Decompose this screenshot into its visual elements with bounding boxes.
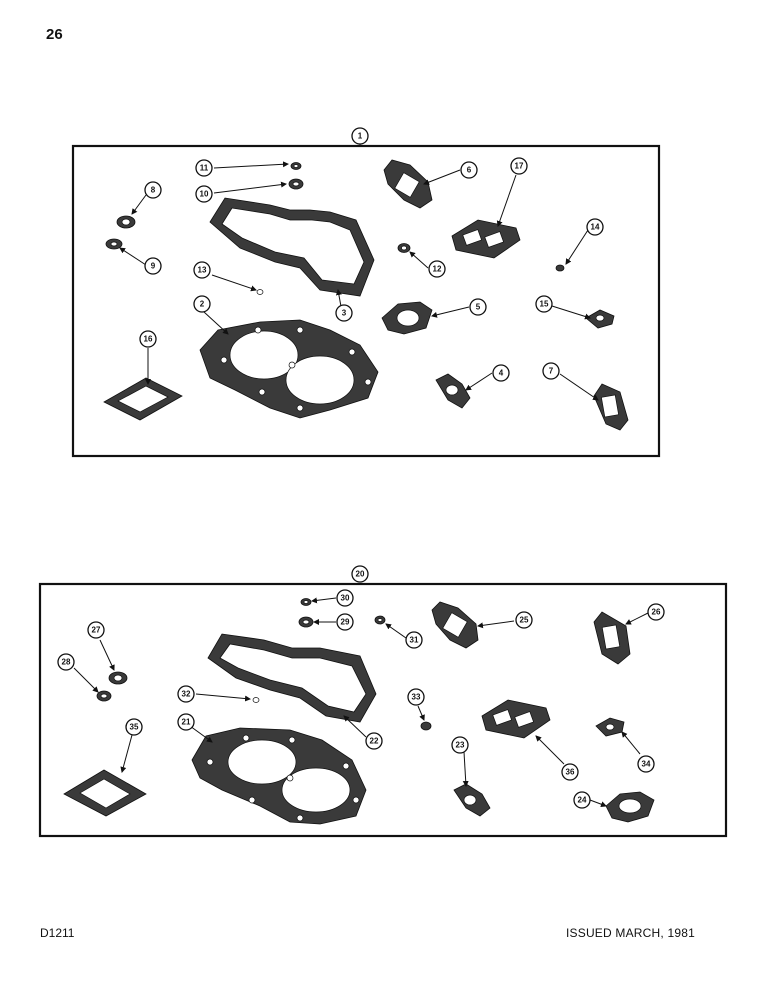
callout-10: 10 xyxy=(195,185,213,203)
svg-text:26: 26 xyxy=(652,608,661,617)
svg-text:28: 28 xyxy=(62,658,71,667)
svg-text:32: 32 xyxy=(182,690,191,699)
callout-14: 14 xyxy=(586,218,604,236)
washer-33 xyxy=(420,721,432,731)
svg-text:30: 30 xyxy=(341,594,350,603)
gasket-35 xyxy=(63,769,147,817)
callout-32: 32 xyxy=(177,685,195,703)
cover-gasket-22 xyxy=(207,633,377,723)
kit-top-frame xyxy=(71,144,661,458)
svg-text:14: 14 xyxy=(591,223,600,232)
gasket-4 xyxy=(435,373,471,409)
callout-31: 31 xyxy=(405,631,423,649)
callout-35: 35 xyxy=(125,718,143,736)
svg-text:11: 11 xyxy=(200,164,209,173)
callout-13: 13 xyxy=(193,261,211,279)
gasket-17 xyxy=(451,219,521,259)
svg-text:1: 1 xyxy=(358,132,363,141)
callout-26: 26 xyxy=(647,603,665,621)
issue-date: ISSUED MARCH, 1981 xyxy=(566,926,695,940)
svg-text:7: 7 xyxy=(549,367,554,376)
callout-20: 20 xyxy=(351,565,369,583)
callout-9: 9 xyxy=(144,257,162,275)
callout-22: 22 xyxy=(365,732,383,750)
svg-text:12: 12 xyxy=(433,265,442,274)
page-number: 26 xyxy=(46,26,63,43)
cover-gasket-3 xyxy=(209,197,375,297)
callout-1: 1 xyxy=(351,127,369,145)
svg-text:29: 29 xyxy=(341,618,350,627)
svg-text:17: 17 xyxy=(515,162,524,171)
svg-text:4: 4 xyxy=(499,369,504,378)
svg-text:5: 5 xyxy=(476,303,481,312)
callout-17: 17 xyxy=(510,157,528,175)
svg-text:36: 36 xyxy=(566,768,575,777)
head-gasket-2 xyxy=(199,319,379,419)
callout-24: 24 xyxy=(573,791,591,809)
svg-text:15: 15 xyxy=(540,300,549,309)
kit-top-group xyxy=(71,143,661,458)
svg-text:27: 27 xyxy=(92,626,101,635)
callout-30: 30 xyxy=(336,589,354,607)
gasket-36 xyxy=(481,699,551,739)
head-gasket-21 xyxy=(191,727,367,825)
callout-23: 23 xyxy=(451,736,469,754)
callout-16: 16 xyxy=(139,330,157,348)
gasket-5 xyxy=(381,301,433,335)
svg-text:35: 35 xyxy=(130,723,139,732)
kit-bottom-frame xyxy=(38,582,728,838)
callout-8: 8 xyxy=(144,181,162,199)
callout-11: 11 xyxy=(195,159,213,177)
gasket-24 xyxy=(605,791,655,823)
svg-text:10: 10 xyxy=(200,190,209,199)
callout-2: 2 xyxy=(193,295,211,313)
callout-3: 3 xyxy=(335,304,353,322)
gasket-16 xyxy=(103,377,183,421)
kit-bottom-group xyxy=(38,582,728,838)
gasket-23 xyxy=(453,783,491,817)
gasket-34 xyxy=(595,717,625,737)
svg-text:13: 13 xyxy=(198,266,207,275)
svg-text:3: 3 xyxy=(342,309,347,318)
callout-33: 33 xyxy=(407,688,425,706)
washer-14 xyxy=(555,264,565,272)
callout-21: 21 xyxy=(177,713,195,731)
gasket-26 xyxy=(593,611,631,665)
gasket-7 xyxy=(593,383,629,431)
callout-7: 7 xyxy=(542,362,560,380)
callout-28: 28 xyxy=(57,653,75,671)
svg-text:16: 16 xyxy=(144,335,153,344)
callout-27: 27 xyxy=(87,621,105,639)
gasket-15 xyxy=(585,309,615,329)
callout-5: 5 xyxy=(469,298,487,316)
callout-4: 4 xyxy=(492,364,510,382)
callout-6: 6 xyxy=(460,161,478,179)
svg-text:6: 6 xyxy=(467,166,472,175)
callout-29: 29 xyxy=(336,613,354,631)
gasket-25 xyxy=(431,601,479,649)
svg-text:25: 25 xyxy=(520,616,529,625)
svg-text:2: 2 xyxy=(200,300,205,309)
oring-13 xyxy=(256,289,264,295)
svg-text:8: 8 xyxy=(151,186,156,195)
svg-text:24: 24 xyxy=(578,796,587,805)
svg-text:21: 21 xyxy=(182,718,191,727)
svg-text:22: 22 xyxy=(370,737,379,746)
svg-text:33: 33 xyxy=(412,693,421,702)
svg-text:20: 20 xyxy=(356,570,365,579)
callout-34: 34 xyxy=(637,755,655,773)
svg-text:34: 34 xyxy=(642,760,651,769)
svg-text:23: 23 xyxy=(456,741,465,750)
gasket-6 xyxy=(383,159,433,209)
callout-25: 25 xyxy=(515,611,533,629)
callout-36: 36 xyxy=(561,763,579,781)
svg-text:31: 31 xyxy=(410,636,419,645)
callout-15: 15 xyxy=(535,295,553,313)
document-code: D1211 xyxy=(40,926,75,940)
oring-32 xyxy=(252,697,260,703)
callout-12: 12 xyxy=(428,260,446,278)
svg-text:9: 9 xyxy=(151,262,156,271)
